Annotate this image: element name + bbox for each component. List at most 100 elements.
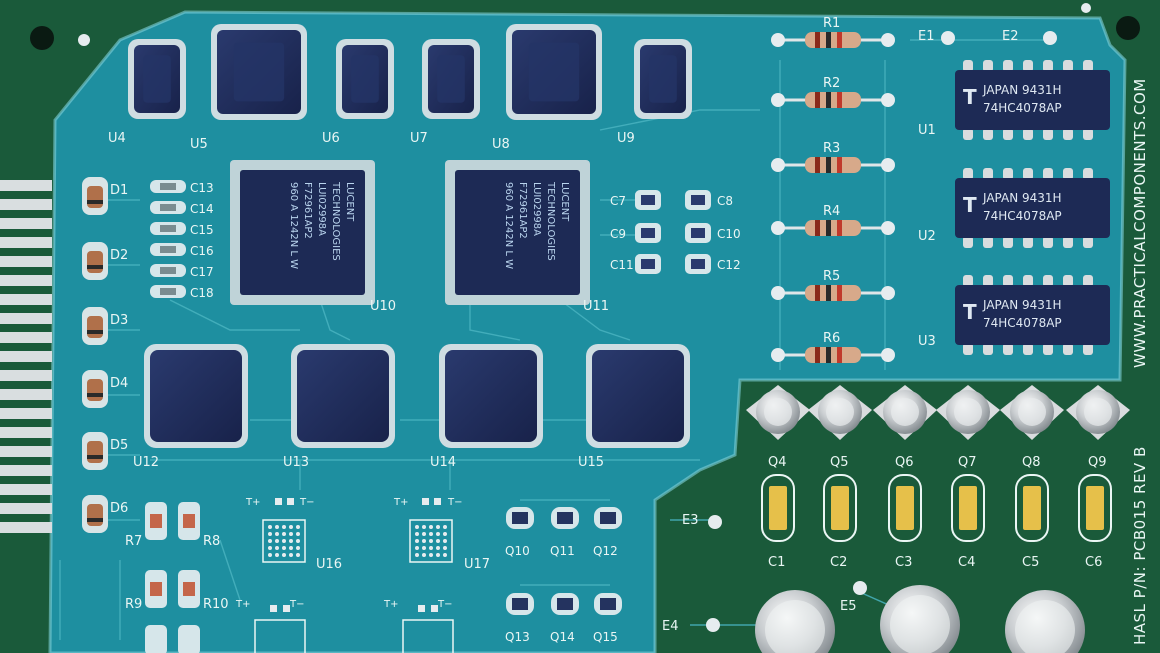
label-d3: D3 xyxy=(110,313,128,328)
label-e1: E1 xyxy=(918,29,935,44)
chip-u7 xyxy=(422,39,480,119)
chip-marking: TECHNOLOGIES xyxy=(330,181,341,261)
test-pad-e2 xyxy=(1043,31,1057,45)
label-c11: C11 xyxy=(610,258,634,272)
label-u9: U9 xyxy=(617,131,635,146)
test-pad-e5 xyxy=(853,581,867,595)
chip-marking: 960 A 1242N L W xyxy=(503,182,514,269)
polarity-minus: T− xyxy=(437,599,453,610)
capacitor-c6 xyxy=(1078,474,1112,542)
label-d2: D2 xyxy=(110,248,128,263)
label-c2: C2 xyxy=(830,555,847,570)
connector-finger xyxy=(0,427,52,438)
connector-finger xyxy=(0,199,52,210)
resistor-r2 xyxy=(771,92,895,108)
connector-finger xyxy=(0,218,52,229)
connector-finger xyxy=(0,294,52,305)
chip-logo: T xyxy=(963,193,977,217)
part-number-text: HASL P/N: PCB015 REV B xyxy=(1131,446,1149,645)
label-r8: R8 xyxy=(203,534,220,549)
polarity-minus: T− xyxy=(299,497,315,508)
chip-marking: F72961AP2 xyxy=(517,182,528,239)
label-u8: U8 xyxy=(492,137,510,152)
resistor-r3 xyxy=(771,157,895,173)
label-c12: C12 xyxy=(717,258,741,272)
label-c18: C18 xyxy=(190,286,214,300)
chip-u4 xyxy=(128,39,186,119)
label-q9: Q9 xyxy=(1088,455,1107,470)
label-u17: U17 xyxy=(464,557,490,572)
label-c10: C10 xyxy=(717,227,741,241)
connector-finger xyxy=(0,275,52,286)
label-c15: C15 xyxy=(190,223,214,237)
label-c16: C16 xyxy=(190,244,214,258)
connector-finger xyxy=(0,484,52,495)
label-c14: C14 xyxy=(190,202,214,216)
mounting-hole xyxy=(30,26,54,50)
capacitor-c4 xyxy=(951,474,985,542)
sensor-u16: T+T− xyxy=(245,497,315,563)
label-c17: C17 xyxy=(190,265,214,279)
label-q12: Q12 xyxy=(593,544,618,558)
label-d5: D5 xyxy=(110,438,128,453)
copper-traces xyxy=(59,39,1050,640)
label-u1: U1 xyxy=(918,123,936,138)
chip-logo: T xyxy=(963,85,977,109)
label-u12: U12 xyxy=(133,455,159,470)
transistor-q5 xyxy=(808,385,872,440)
connector-finger xyxy=(0,351,52,362)
label-u4: U4 xyxy=(108,131,126,146)
chip-marking: TECHNOLOGIES xyxy=(545,181,556,261)
connector-finger xyxy=(0,237,52,248)
label-u10: U10 xyxy=(370,299,396,314)
chip-u12 xyxy=(144,344,248,448)
sensor-u17: T+T− xyxy=(393,497,463,563)
chip-marking: LUCENT xyxy=(344,182,355,222)
chip-marking: LUI02998A xyxy=(316,182,327,236)
resistor-r4 xyxy=(771,220,895,236)
label-c1: C1 xyxy=(768,555,785,570)
label-e5: E5 xyxy=(840,599,857,614)
connector-finger xyxy=(0,256,52,267)
connector-finger xyxy=(0,408,52,419)
label-c7: C7 xyxy=(610,194,626,208)
website-text: WWW.PRACTICALCOMPONENTS.COM xyxy=(1131,78,1149,368)
chip-u10: LUCENTTECHNOLOGIESLUI02998AF72961AP2960 … xyxy=(230,160,375,305)
label-c13: C13 xyxy=(190,181,214,195)
connector-finger xyxy=(0,389,52,400)
label-e4: E4 xyxy=(662,619,679,634)
label-u14: U14 xyxy=(430,455,456,470)
label-q6: Q6 xyxy=(895,455,914,470)
chip-u11: LUCENTTECHNOLOGIESLUI02998AF72961AP2960 … xyxy=(445,160,590,305)
chip-marking: 74HC4078AP xyxy=(983,209,1062,223)
transistor-q4 xyxy=(746,385,810,440)
label-r5: R5 xyxy=(823,269,840,284)
label-d6: D6 xyxy=(110,501,128,516)
connector-finger xyxy=(0,522,52,533)
label-r6: R6 xyxy=(823,331,840,346)
connector-finger xyxy=(0,370,52,381)
connector-finger xyxy=(0,180,52,191)
label-r9: R9 xyxy=(125,597,142,612)
chip-marking: 960 A 1242N L W xyxy=(288,182,299,269)
label-r10: R10 xyxy=(203,597,229,612)
connector-finger xyxy=(0,446,52,457)
chip-u13 xyxy=(291,344,395,448)
polarity-minus: T− xyxy=(289,599,305,610)
connector-finger xyxy=(0,503,52,514)
label-c3: C3 xyxy=(895,555,912,570)
label-u2: U2 xyxy=(918,229,936,244)
resistor-r6 xyxy=(771,347,895,363)
polarity-plus: T+ xyxy=(235,599,251,610)
label-e3: E3 xyxy=(682,513,699,528)
label-c4: C4 xyxy=(958,555,975,570)
polarity-minus: T− xyxy=(447,497,463,508)
capacitor-c2 xyxy=(823,474,857,542)
chip-marking: 74HC4078AP xyxy=(983,101,1062,115)
polarity-plus: T+ xyxy=(383,599,399,610)
mounting-hole xyxy=(1116,16,1140,40)
label-c9: C9 xyxy=(610,227,626,241)
